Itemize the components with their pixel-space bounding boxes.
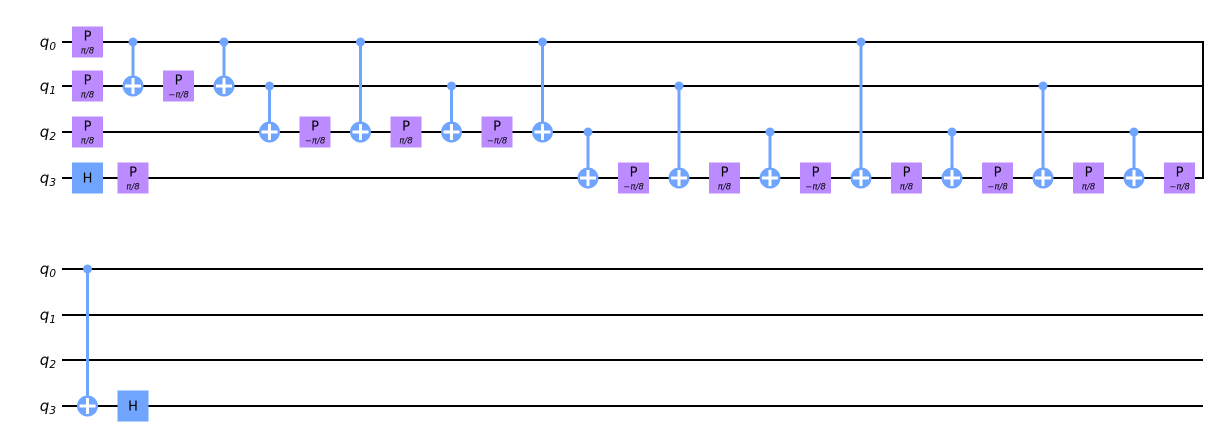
gate-label: P [84, 30, 92, 45]
gate-angle-label: π/8 [1082, 183, 1096, 193]
phase-gate-box [1164, 162, 1195, 194]
phase-gate-box [618, 162, 649, 194]
phase-gate-box [982, 162, 1013, 194]
cnot-control-dot [947, 127, 957, 137]
gate-label: P [1176, 166, 1184, 181]
gate-label: P [402, 120, 410, 135]
cnot-control-dot [856, 37, 866, 47]
gate-label: P [630, 166, 638, 181]
qubit-label: q0 [40, 33, 57, 53]
gate-label: P [493, 120, 501, 135]
gate-label: P [311, 120, 319, 135]
gate-label: P [84, 74, 92, 89]
gate-angle-label: −π/8 [168, 91, 189, 101]
gate-angle-label: π/8 [81, 137, 95, 147]
phase-gate-box [709, 162, 740, 194]
gate-angle-label: −π/8 [1169, 183, 1190, 193]
gate-angle-label: π/8 [900, 183, 914, 193]
gate-angle-label: −π/8 [805, 183, 826, 193]
qubit-label: q0 [40, 260, 57, 280]
gate-label: P [812, 166, 820, 181]
gate-label: P [175, 74, 183, 89]
cnot-control-dot [765, 127, 775, 137]
gate-angle-label: −π/8 [305, 137, 326, 147]
cnot-control-dot [538, 37, 547, 47]
phase-gate-box [72, 26, 103, 58]
cnot-control-dot [219, 37, 229, 47]
qubit-label: q2 [40, 123, 57, 143]
qubit-label: q1 [40, 77, 56, 97]
gate-angle-label: −π/8 [987, 183, 1008, 193]
phase-gate-box [72, 70, 103, 102]
gate-label: P [721, 166, 729, 181]
phase-gate-box [163, 70, 194, 102]
phase-gate-box [72, 116, 103, 148]
cnot-control-dot [1129, 127, 1139, 137]
cnot-control-dot [583, 127, 593, 137]
cnot-control-dot [1038, 81, 1048, 91]
gate-label: P [129, 166, 137, 181]
cnot-control-dot [447, 81, 456, 91]
qubit-label: q1 [40, 306, 56, 326]
gate-angle-label: π/8 [81, 47, 95, 57]
qubit-label: q3 [40, 169, 56, 189]
gate-angle-label: π/8 [81, 91, 95, 101]
gate-angle-label: −π/8 [623, 183, 644, 193]
phase-gate-box [800, 162, 831, 194]
phase-gate-box [117, 162, 149, 194]
gate-angle-label: −π/8 [487, 137, 508, 147]
gate-label: H [128, 400, 138, 415]
hadamard-gate-box [117, 390, 149, 422]
phase-gate-box [481, 116, 513, 148]
phase-gate-box [299, 116, 331, 148]
hadamard-gate-box [72, 162, 103, 194]
phase-gate-box [891, 162, 922, 194]
gate-angle-label: π/8 [126, 183, 140, 193]
gate-label: H [83, 172, 93, 187]
qubit-label: q3 [40, 397, 56, 417]
gate-angle-label: π/8 [399, 137, 413, 147]
cnot-control-dot [356, 37, 365, 47]
cnot-control-dot [674, 81, 684, 91]
phase-gate-box [390, 116, 422, 148]
cnot-control-dot [83, 264, 92, 274]
cnot-control-dot [265, 81, 274, 91]
gate-angle-label: π/8 [718, 183, 732, 193]
cnot-control-dot [128, 37, 138, 47]
qubit-label: q2 [40, 351, 57, 371]
phase-gate-box [1073, 162, 1104, 194]
gate-label: P [903, 166, 911, 181]
gate-label: P [1085, 166, 1093, 181]
gate-label: P [994, 166, 1002, 181]
gate-label: P [84, 120, 92, 135]
